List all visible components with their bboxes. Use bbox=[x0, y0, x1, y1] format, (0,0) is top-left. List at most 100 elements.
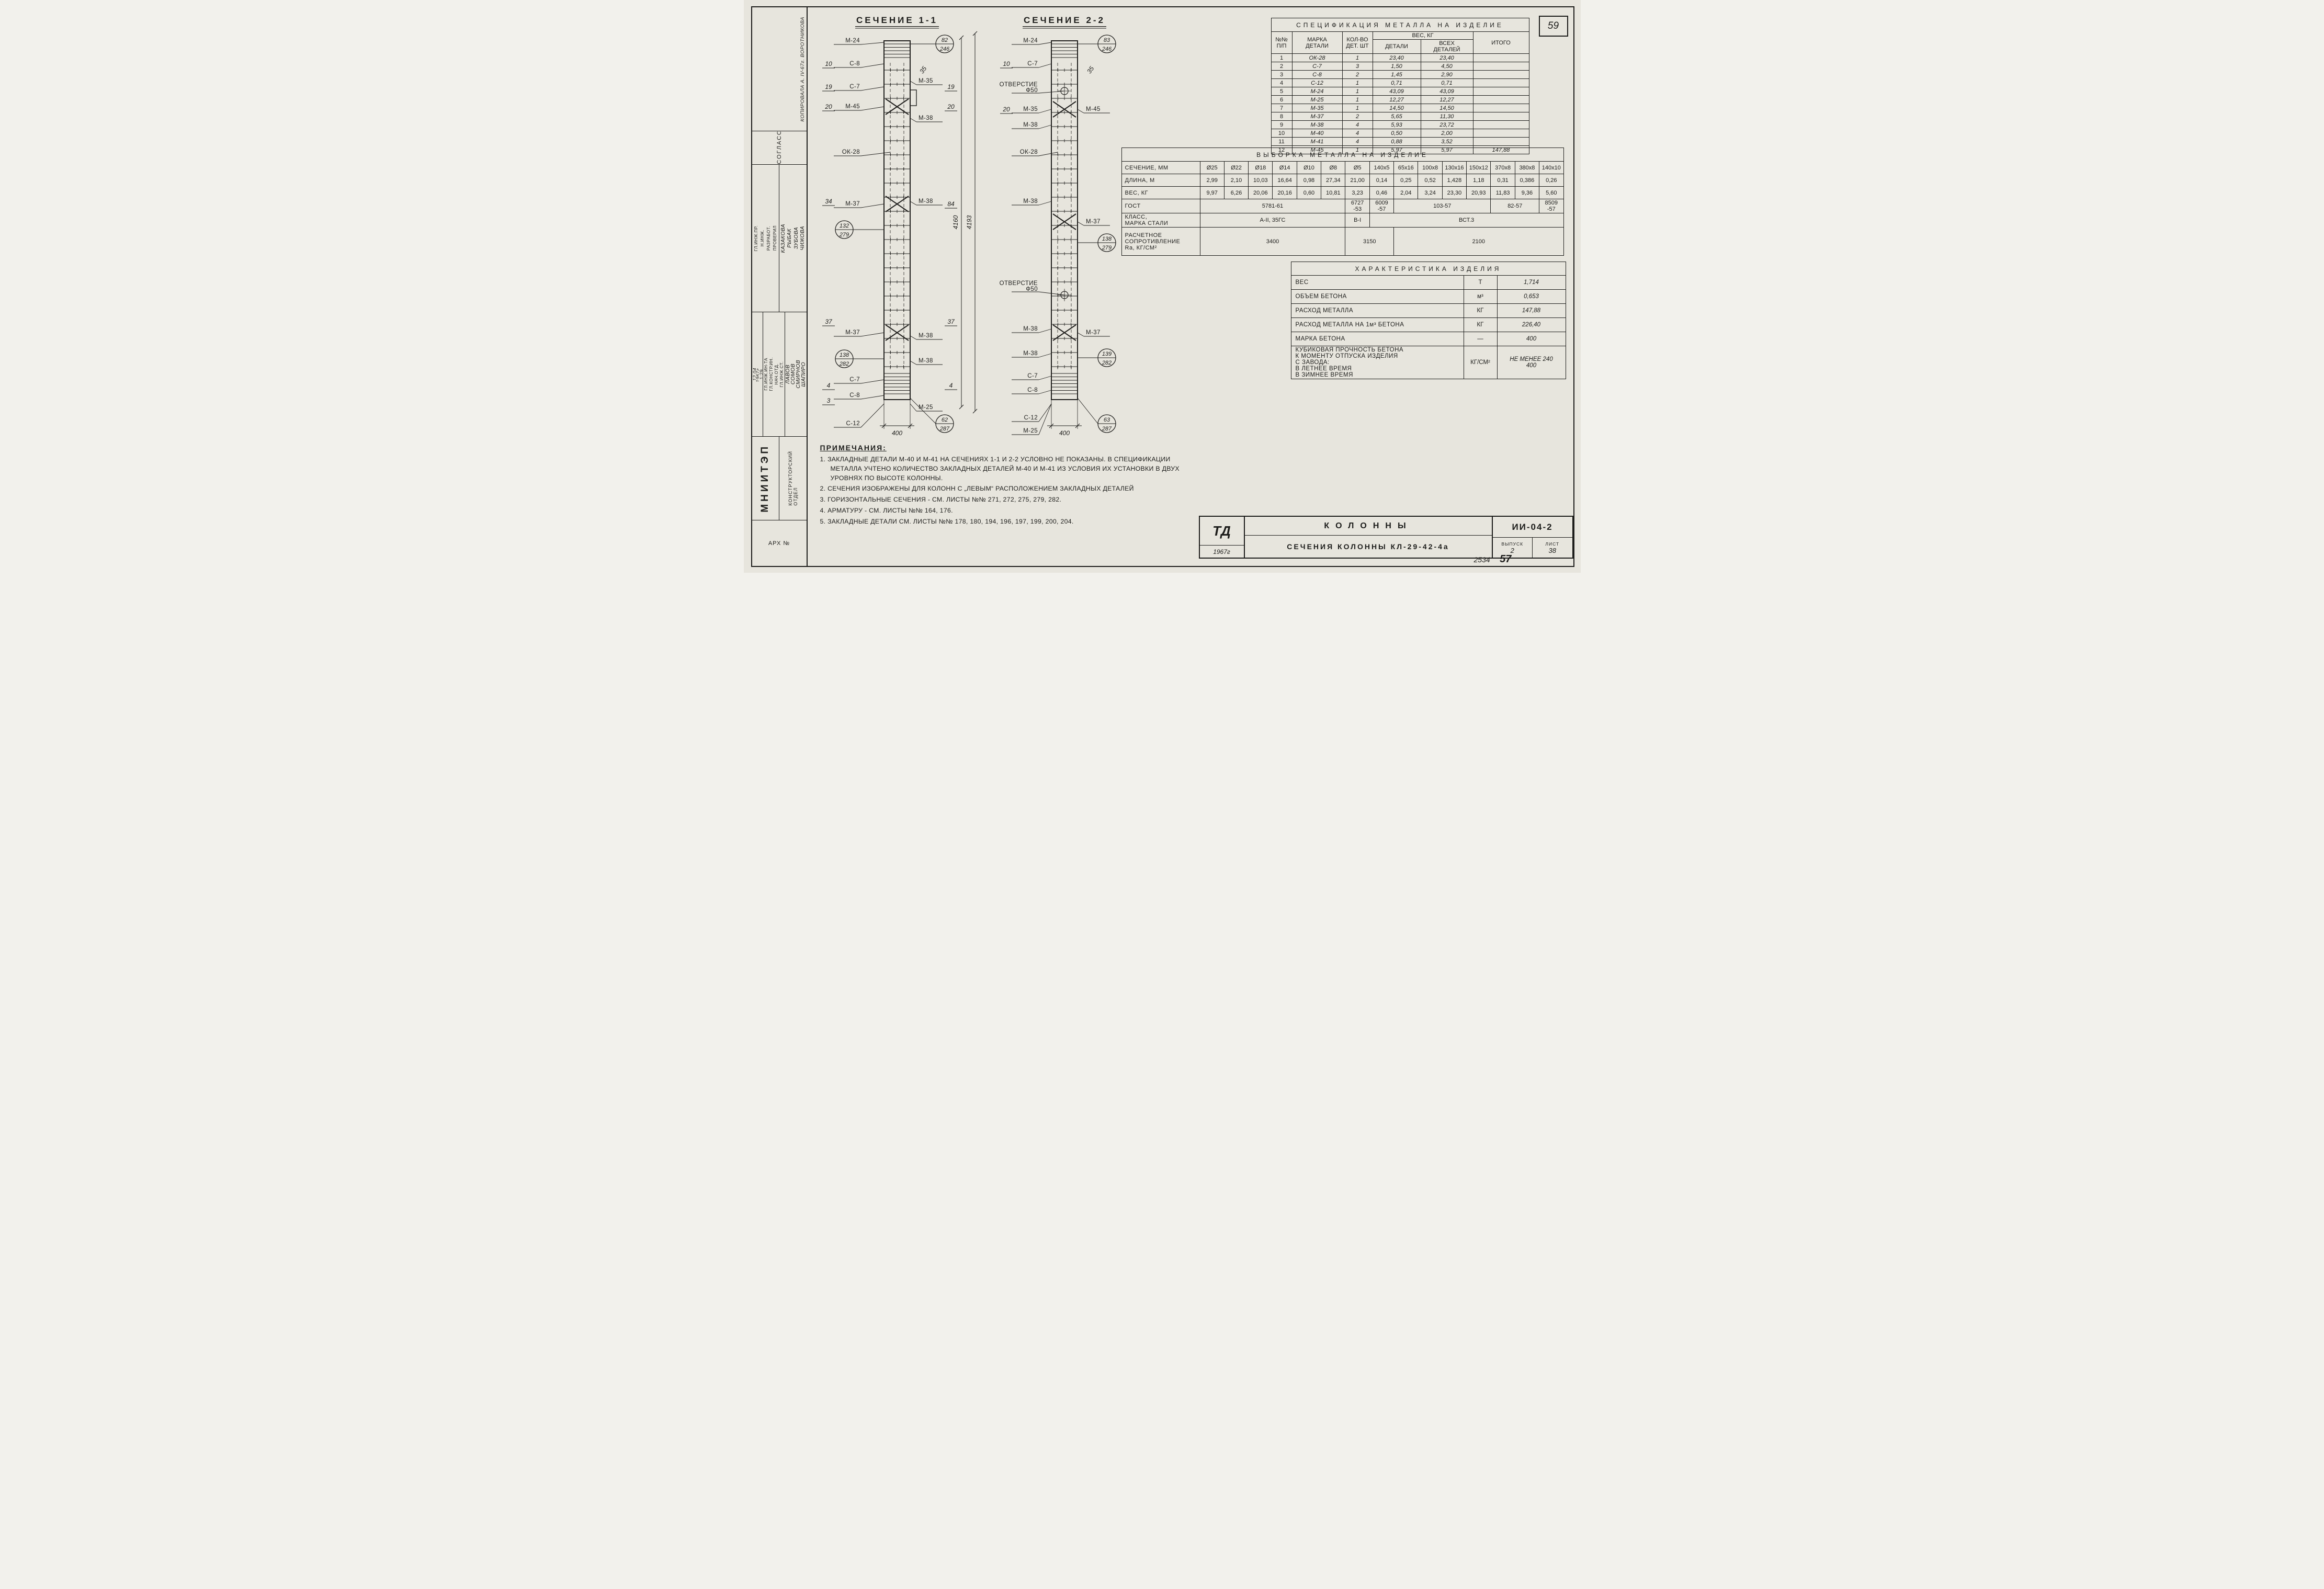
spec-cell: 14,50 bbox=[1420, 104, 1473, 112]
spec-cell: М-41 bbox=[1291, 137, 1343, 146]
characteristic-value: 147,88 bbox=[1497, 303, 1566, 318]
stamp-text: КАЗАКОВА bbox=[780, 223, 786, 253]
spec-cell bbox=[1472, 104, 1529, 112]
characteristic-name: ВЕС bbox=[1290, 275, 1464, 290]
summary-cell: Ø10 bbox=[1296, 161, 1322, 174]
spec-cell: 4,50 bbox=[1420, 62, 1473, 71]
summary-cell: Ø5 bbox=[1345, 161, 1370, 174]
summary-cell: 100х8 bbox=[1418, 161, 1443, 174]
spec-cell: С-7 bbox=[1291, 62, 1343, 71]
drawing-text: С-8 bbox=[1027, 387, 1038, 393]
stamp-text: РАЗРАБОТ. bbox=[766, 225, 771, 251]
issue-label: ВЫПУСК bbox=[1501, 541, 1524, 547]
summary-cell: 11,83 bbox=[1490, 186, 1515, 199]
drawing-text: М-37 bbox=[1086, 219, 1101, 225]
summary-cell: 6,26 bbox=[1223, 186, 1249, 199]
drawing-text: М-25 bbox=[919, 404, 933, 411]
drawing-text: С-8 bbox=[849, 61, 860, 67]
drawing-text: 20 bbox=[947, 103, 955, 110]
spec-cell: 6 bbox=[1271, 95, 1293, 104]
stamp-text: ПРОВЕРИЛ bbox=[772, 225, 777, 251]
notes-list: 1. ЗАКЛАДНЫЕ ДЕТАЛИ М-40 И М-41 НА СЕЧЕН… bbox=[820, 455, 1189, 527]
drawing-text: 62 bbox=[941, 417, 947, 423]
spec-cell: 0,88 bbox=[1372, 137, 1421, 146]
drawing-text: 83 bbox=[1103, 37, 1110, 43]
stamp-text: ШАПИРО bbox=[801, 361, 807, 387]
spec-cell: С-12 bbox=[1291, 78, 1343, 87]
spec-cell: 4 bbox=[1271, 78, 1293, 87]
stamp-signatures-top: ГЛ.ИНЖ.ПР.Н.ИНЖ.РАЗРАБОТ.ПРОВЕРИЛ КАЗАКО… bbox=[752, 164, 807, 312]
spec-cell: 11 bbox=[1271, 137, 1293, 146]
stamp-text: ЧИЖОВА bbox=[800, 226, 806, 251]
spec-cell bbox=[1472, 87, 1529, 96]
spec-title: СПЕЦИФИКАЦИЯ МЕТАЛЛА НА ИЗДЕЛИЕ bbox=[1271, 18, 1529, 32]
summary-cell: Ø22 bbox=[1223, 161, 1249, 174]
summary-cell: 65х16 bbox=[1393, 161, 1419, 174]
drawing-text: С-7 bbox=[1027, 61, 1038, 67]
footer-number: 2534 bbox=[1473, 555, 1490, 564]
spec-cell: 43,09 bbox=[1372, 87, 1421, 96]
issue-value: 2 bbox=[1510, 546, 1514, 554]
drawing-text: 400 bbox=[891, 429, 902, 437]
spec-cell: 1,50 bbox=[1372, 62, 1421, 71]
drawing-text: М-38 bbox=[1023, 198, 1038, 205]
sheet-label: ЛИСТ bbox=[1545, 541, 1560, 547]
note-item: 4. АРМАТУРУ - СМ. ЛИСТЫ №№ 164, 176. bbox=[820, 507, 953, 515]
summary-cell: 1,428 bbox=[1442, 174, 1467, 187]
notes-title: ПРИМЕЧАНИЯ: bbox=[820, 444, 887, 452]
characteristic-unit: Т bbox=[1463, 275, 1498, 290]
drawing-text: 139 bbox=[1102, 351, 1111, 357]
drawing-text: 4 bbox=[826, 382, 830, 389]
characteristics-title: ХАРАКТЕРИСТИКА ИЗДЕЛИЯ bbox=[1290, 262, 1566, 276]
spec-cell: 7 bbox=[1271, 104, 1293, 112]
spec-cell: 23,40 bbox=[1420, 53, 1473, 62]
section-1-1-drawing: СЕЧЕНИЕ 1-1М-24С-8С-7М-45ОК-28М-37М-37С-… bbox=[822, 15, 977, 437]
summary-row-label: ДЛИНА, М bbox=[1121, 174, 1200, 187]
drawing-text: М-45 bbox=[845, 104, 860, 110]
drawing-text: 19 bbox=[825, 83, 832, 90]
drawing-text: 10 bbox=[825, 60, 832, 67]
characteristic-value: 1,714 bbox=[1497, 275, 1566, 290]
summary-cell: 10,81 bbox=[1321, 186, 1346, 199]
drawing-text: Ф50 bbox=[1026, 87, 1038, 94]
drawing-text: С-8 bbox=[849, 392, 860, 399]
summary-cell: 2100 bbox=[1393, 227, 1564, 256]
summary-row-label: КЛАСС, МАРКА СТАЛИ bbox=[1121, 213, 1200, 228]
spec-header-qty: КОЛ-ВО ДЕТ. ШТ bbox=[1342, 31, 1373, 54]
drawing-text: С-7 bbox=[849, 84, 860, 90]
summary-cell: 2,99 bbox=[1199, 174, 1225, 187]
drawing-text: ОТВЕРСТИЕ bbox=[999, 82, 1037, 88]
drawing-text: 246 bbox=[939, 46, 949, 52]
issue-cell: ВЫПУСК 2 bbox=[1493, 538, 1533, 558]
spec-cell: 0,71 bbox=[1420, 78, 1473, 87]
stamp-year: 1967г. bbox=[755, 366, 759, 382]
drawing-text: 287 bbox=[939, 426, 949, 432]
summary-cell: 3400 bbox=[1199, 227, 1346, 256]
spec-cell: 2 bbox=[1342, 112, 1373, 121]
stamp-text: СОМОВ bbox=[790, 364, 796, 385]
spec-cell bbox=[1472, 78, 1529, 87]
summary-cell: 2,04 bbox=[1393, 186, 1419, 199]
summary-cell: 8509 -57 bbox=[1539, 199, 1564, 213]
drawing-text: 282 bbox=[838, 361, 848, 367]
drawing-text: ОТВЕРСТИЕ bbox=[999, 280, 1037, 287]
spec-cell bbox=[1472, 70, 1529, 79]
drawing-text: 4160 bbox=[952, 215, 959, 229]
spec-cell: 14,50 bbox=[1372, 104, 1421, 112]
footer-note: 2534 57 bbox=[1474, 553, 1512, 565]
notes: ПРИМЕЧАНИЯ: 1. ЗАКЛАДНЫЕ ДЕТАЛИ М-40 И М… bbox=[820, 444, 1189, 528]
characteristic-unit: КГ bbox=[1463, 317, 1498, 332]
drawing-text: М-24 bbox=[1023, 38, 1038, 44]
spec-cell: 23,40 bbox=[1372, 53, 1421, 62]
stamp-text: НАЧ.ОТД. bbox=[774, 364, 779, 385]
drawing-title: СЕЧЕНИЯ КОЛОННЫ КЛ-29-42-4а bbox=[1287, 542, 1449, 551]
sheet-cell: ЛИСТ 38 bbox=[1532, 538, 1572, 558]
spec-header-num: №№ П/П bbox=[1271, 31, 1293, 54]
